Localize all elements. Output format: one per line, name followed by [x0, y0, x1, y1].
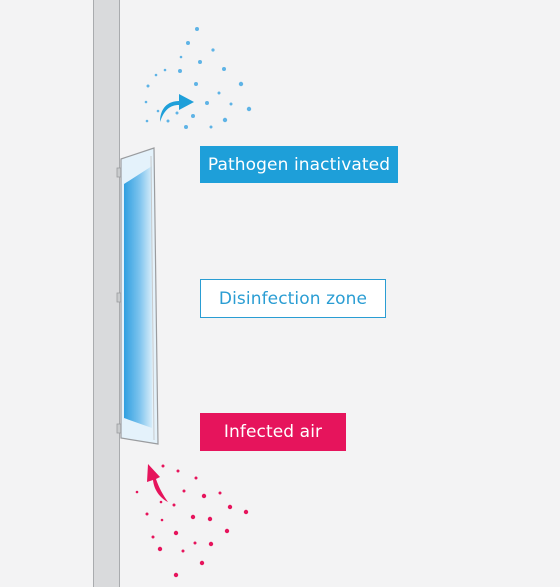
infected-particle: [209, 542, 213, 546]
infected-particle: [244, 510, 248, 514]
clean-particle: [210, 126, 213, 129]
clean-particle: [218, 92, 221, 95]
curved-arrow-up-left-icon: [147, 464, 168, 502]
clean-particle: [239, 82, 243, 86]
clean-particle: [184, 125, 188, 129]
infected-particle: [202, 494, 206, 498]
infected-particle: [228, 505, 232, 509]
infected-particle: [174, 531, 178, 535]
infected-particle: [208, 517, 212, 521]
clean-particle: [195, 27, 199, 31]
infected-particle: [173, 504, 176, 507]
infected-particles: [136, 465, 249, 578]
clean-particle: [146, 120, 149, 123]
clean-particle: [164, 69, 167, 72]
infected-particle: [194, 542, 197, 545]
clean-particle: [167, 120, 170, 123]
clean-particle: [180, 56, 183, 59]
infected-particle: [183, 490, 186, 493]
clean-particle: [155, 74, 158, 77]
infected-particle: [161, 519, 164, 522]
disinfection-zone-label: Disinfection zone: [200, 279, 386, 318]
infected-particle: [225, 529, 229, 533]
clean-particle: [211, 48, 214, 51]
clean-particle: [194, 82, 198, 86]
infected-particle: [174, 573, 178, 577]
clean-particle: [247, 107, 251, 111]
clean-particle: [205, 101, 209, 105]
clean-particle: [186, 41, 190, 45]
clean-particles: [145, 27, 252, 129]
clean-particle: [198, 60, 202, 64]
infected-particle: [182, 550, 185, 553]
infected-particle: [152, 536, 155, 539]
clean-particle: [222, 67, 226, 71]
infected-particle: [195, 477, 198, 480]
infected-particle: [162, 465, 165, 468]
pathogen-inactivated-label: Pathogen inactivated: [200, 146, 398, 183]
infected-particle: [191, 515, 195, 519]
wall: [93, 0, 120, 587]
clean-particle: [230, 103, 233, 106]
infected-particle: [219, 492, 222, 495]
uv-light-panel: [124, 166, 152, 428]
infected-particle: [177, 470, 180, 473]
infected-particle: [160, 501, 163, 504]
clean-particle: [178, 69, 182, 73]
clean-particle: [145, 101, 148, 104]
infected-particle: [158, 547, 162, 551]
clean-particle: [223, 118, 227, 122]
uv-device: [117, 148, 158, 444]
infected-particle: [200, 561, 204, 565]
clean-particle: [191, 114, 195, 118]
clean-particle: [176, 112, 179, 115]
infected-particle: [136, 491, 139, 494]
curved-arrow-up-right-icon: [160, 94, 194, 122]
clean-particle: [157, 110, 160, 113]
clean-particle: [147, 85, 150, 88]
infected-particle: [146, 513, 149, 516]
infected-air-label: Infected air: [200, 413, 346, 451]
